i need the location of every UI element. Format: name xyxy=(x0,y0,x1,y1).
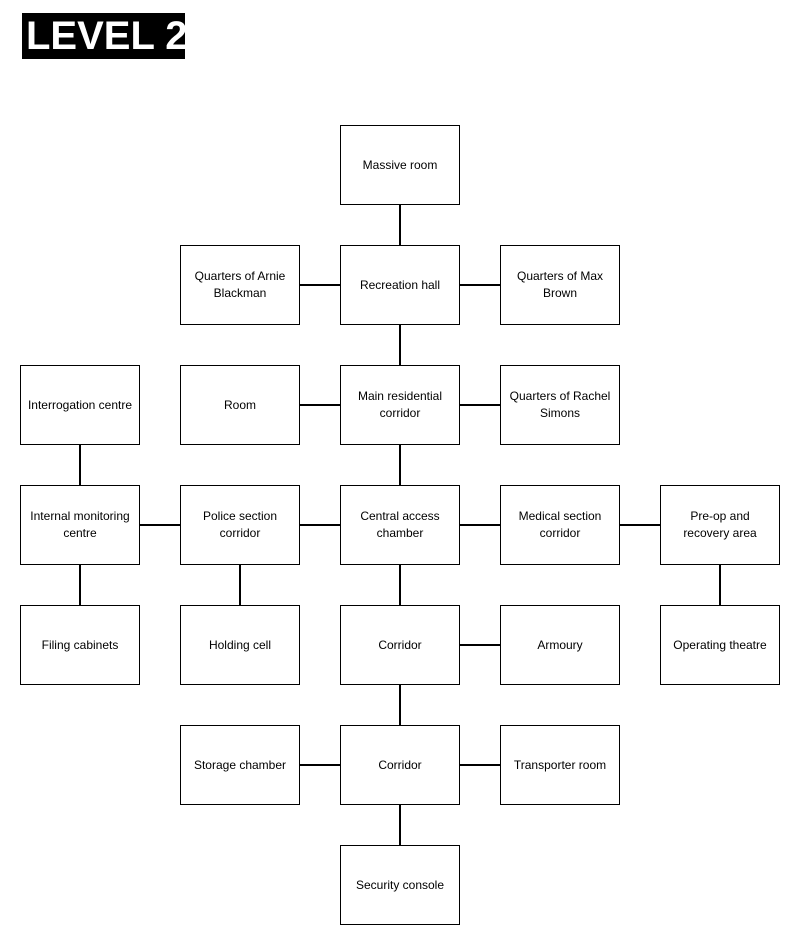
room-label-central-access-chamber: Central access chamber xyxy=(360,509,440,540)
room-label-quarters-max-brown: Quarters of Max Brown xyxy=(516,269,604,300)
room-box-filing-cabinets: Filing cabinets xyxy=(20,605,140,685)
room-box-armoury: Armoury xyxy=(500,605,620,685)
room-label-internal-monitoring-centre: Internal monitoring centre xyxy=(30,509,130,540)
room-label-corridor-lower: Corridor xyxy=(378,757,422,772)
connector-room--main-residential-corridor xyxy=(300,404,340,406)
room-label-quarters-rachel-simons: Quarters of Rachel Simons xyxy=(509,389,611,420)
room-box-corridor-lower: Corridor xyxy=(340,725,460,805)
connector-corridor-lower--security-console xyxy=(399,805,401,845)
room-box-police-section-corridor: Police section corridor xyxy=(180,485,300,565)
connector-corridor-upper--corridor-lower xyxy=(399,685,401,725)
connector-pre-op-and-recovery-area--operating-theatre xyxy=(719,565,721,605)
room-label-holding-cell: Holding cell xyxy=(208,637,272,652)
room-box-operating-theatre: Operating theatre xyxy=(660,605,780,685)
connector-main-residential-corridor--quarters-rachel-simons xyxy=(460,404,500,406)
connector-police-section-corridor--central-access-chamber xyxy=(300,524,340,526)
connector-recreation-hall--quarters-max-brown xyxy=(460,284,500,286)
room-label-interrogation-centre: Interrogation centre xyxy=(27,397,133,412)
connector-recreation-hall--main-residential-corridor xyxy=(399,325,401,365)
room-label-medical-section-corridor: Medical section corridor xyxy=(518,509,602,540)
connector-internal-monitoring-centre--filing-cabinets xyxy=(79,565,81,605)
room-box-recreation-hall: Recreation hall xyxy=(340,245,460,325)
room-label-massive-room: Massive room xyxy=(362,157,438,172)
room-label-police-section-corridor: Police section corridor xyxy=(202,509,278,540)
room-label-security-console: Security console xyxy=(355,877,445,892)
room-label-storage-chamber: Storage chamber xyxy=(193,757,287,772)
room-box-pre-op-and-recovery-area: Pre-op and recovery area xyxy=(660,485,780,565)
connector-corridor-lower--transporter-room xyxy=(460,764,500,766)
room-box-interrogation-centre: Interrogation centre xyxy=(20,365,140,445)
room-label-recreation-hall: Recreation hall xyxy=(359,277,441,292)
room-label-quarters-arnie-blackman: Quarters of Arnie Blackman xyxy=(194,269,286,300)
connector-massive-room--recreation-hall xyxy=(399,205,401,245)
room-box-central-access-chamber: Central access chamber xyxy=(340,485,460,565)
connector-storage-chamber--corridor-lower xyxy=(300,764,340,766)
room-box-room: Room xyxy=(180,365,300,445)
room-box-quarters-arnie-blackman: Quarters of Arnie Blackman xyxy=(180,245,300,325)
room-label-filing-cabinets: Filing cabinets xyxy=(41,637,119,652)
level-title: LEVEL 2 xyxy=(22,13,188,59)
connector-quarters-arnie-blackman--recreation-hall xyxy=(300,284,340,286)
connector-central-access-chamber--corridor-upper xyxy=(399,565,401,605)
connector-central-access-chamber--medical-section-corridor xyxy=(460,524,500,526)
room-label-transporter-room: Transporter room xyxy=(513,757,607,772)
room-box-quarters-rachel-simons: Quarters of Rachel Simons xyxy=(500,365,620,445)
room-box-storage-chamber: Storage chamber xyxy=(180,725,300,805)
room-box-quarters-max-brown: Quarters of Max Brown xyxy=(500,245,620,325)
room-box-transporter-room: Transporter room xyxy=(500,725,620,805)
room-box-security-console: Security console xyxy=(340,845,460,925)
room-box-massive-room: Massive room xyxy=(340,125,460,205)
connector-interrogation-centre--internal-monitoring-centre xyxy=(79,445,81,485)
connector-internal-monitoring-centre--police-section-corridor xyxy=(140,524,180,526)
connector-corridor-upper--armoury xyxy=(460,644,500,646)
room-label-pre-op-and-recovery-area: Pre-op and recovery area xyxy=(683,509,757,540)
room-box-holding-cell: Holding cell xyxy=(180,605,300,685)
room-label-room: Room xyxy=(223,397,256,412)
room-label-corridor-upper: Corridor xyxy=(378,637,422,652)
room-box-medical-section-corridor: Medical section corridor xyxy=(500,485,620,565)
connector-police-section-corridor--holding-cell xyxy=(239,565,241,605)
room-box-main-residential-corridor: Main residential corridor xyxy=(340,365,460,445)
room-box-internal-monitoring-centre: Internal monitoring centre xyxy=(20,485,140,565)
room-label-operating-theatre: Operating theatre xyxy=(673,637,767,652)
connector-main-residential-corridor--central-access-chamber xyxy=(399,445,401,485)
room-box-corridor-upper: Corridor xyxy=(340,605,460,685)
room-label-main-residential-corridor: Main residential corridor xyxy=(357,389,443,420)
room-label-armoury: Armoury xyxy=(537,637,583,652)
connector-medical-section-corridor--pre-op-and-recovery-area xyxy=(620,524,660,526)
